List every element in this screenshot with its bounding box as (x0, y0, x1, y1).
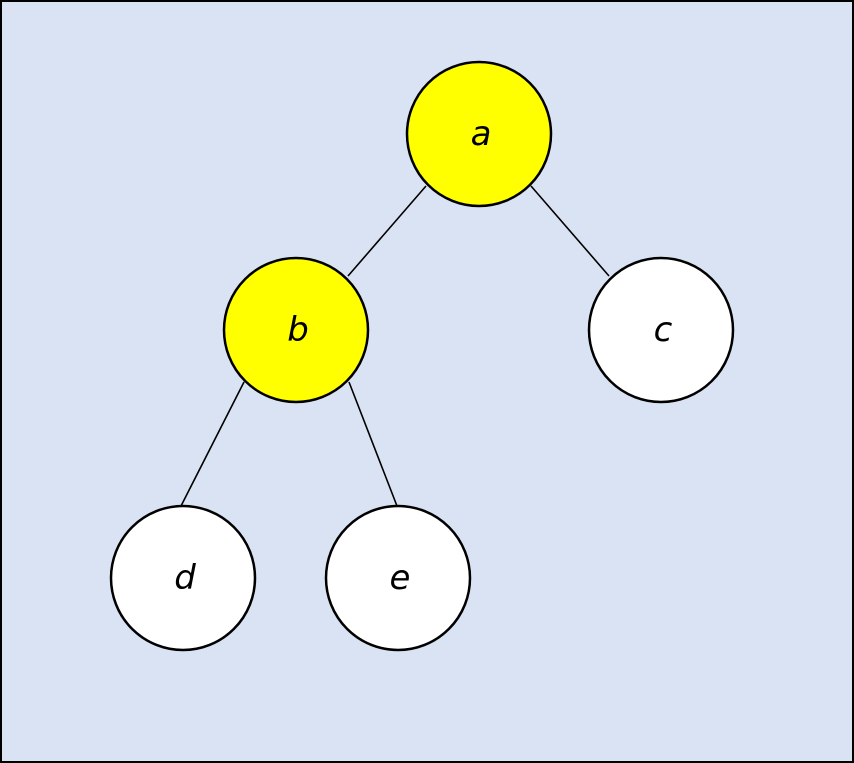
node-b-label: b (287, 310, 309, 350)
node-e-label: e (390, 558, 411, 598)
node-c-circle (587, 256, 735, 404)
edge-b-d (180, 381, 245, 507)
node-a: a (405, 60, 553, 208)
node-b: b (222, 256, 370, 404)
node-b-circle (222, 256, 370, 404)
edge-a-c (530, 185, 610, 277)
node-c: c (587, 256, 735, 404)
node-a-label: a (471, 114, 492, 154)
node-d-circle (109, 504, 257, 652)
node-d-label: d (174, 558, 196, 598)
node-a-circle (405, 60, 553, 208)
node-d: d (109, 504, 257, 652)
node-e-circle (324, 504, 472, 652)
node-e: e (324, 504, 472, 652)
node-c-label: c (654, 310, 673, 350)
edge-a-b (347, 185, 427, 277)
edge-b-e (348, 381, 398, 507)
edges (180, 185, 610, 507)
